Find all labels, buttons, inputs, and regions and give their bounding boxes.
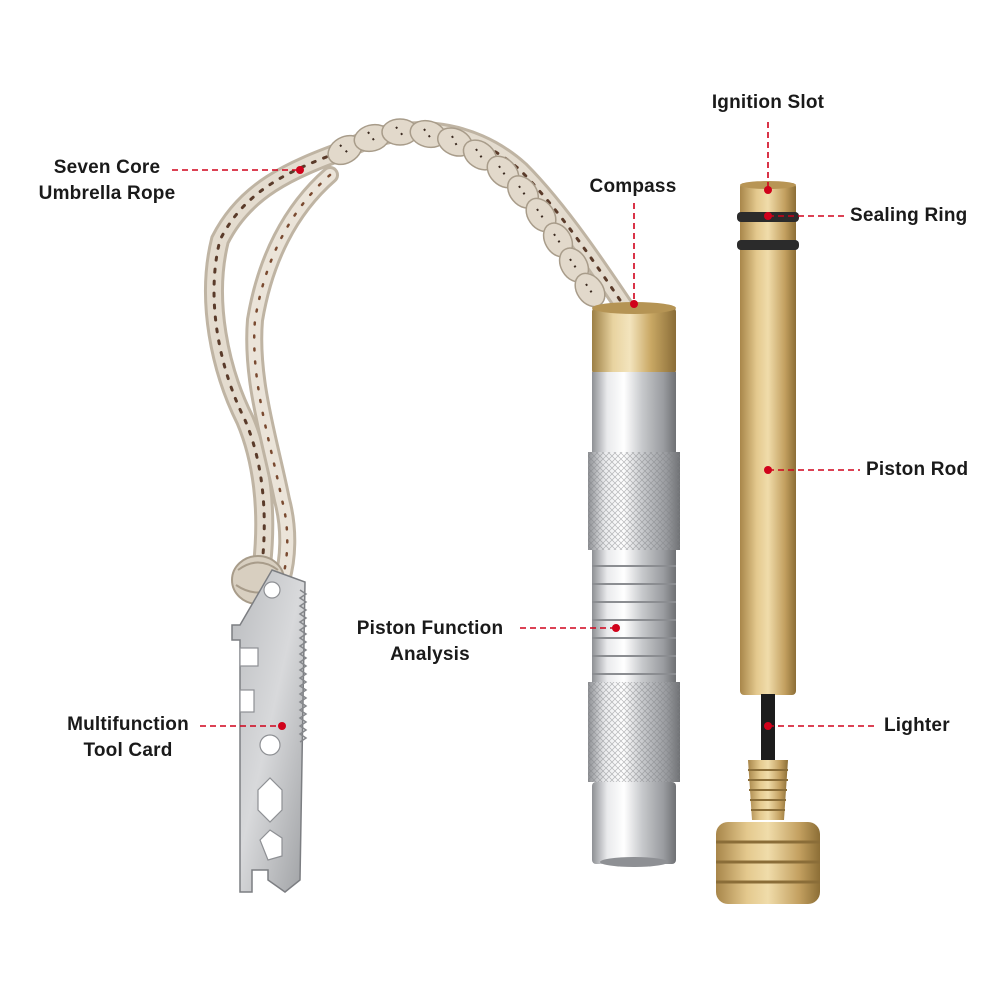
- paracord-rope: [204, 118, 650, 605]
- label-tool-card-line2: Tool Card: [83, 740, 173, 761]
- leader-lines: [172, 122, 878, 727]
- label-compass: Compass: [589, 176, 677, 197]
- label-ignition-slot: Ignition Slot: [711, 92, 825, 113]
- label-seven-core-rope: Seven Core Umbrella Rope: [18, 155, 196, 207]
- label-piston-function-analysis: Piston Function Analysis: [340, 616, 520, 668]
- piston-grooves: [592, 550, 676, 682]
- leader-dots: [278, 166, 772, 730]
- label-seven-core-rope-line2: Umbrella Rope: [38, 183, 176, 204]
- label-seven-core-rope-line1: Seven Core: [53, 157, 161, 178]
- label-sealing-ring: Sealing Ring: [850, 205, 968, 226]
- lighter-screw: [716, 760, 820, 904]
- label-lighter: Lighter: [884, 715, 950, 736]
- multifunction-tool-card: [231, 569, 308, 893]
- label-piston-rod: Piston Rod: [866, 459, 969, 480]
- label-multifunction-tool-card: Multifunction Tool Card: [40, 712, 216, 764]
- piston-rod: [716, 181, 820, 904]
- piston-body: [588, 302, 680, 867]
- label-piston-function-line1: Piston Function: [356, 618, 504, 639]
- label-piston-function-line2: Analysis: [390, 644, 470, 665]
- label-tool-card-line1: Multifunction: [67, 714, 189, 735]
